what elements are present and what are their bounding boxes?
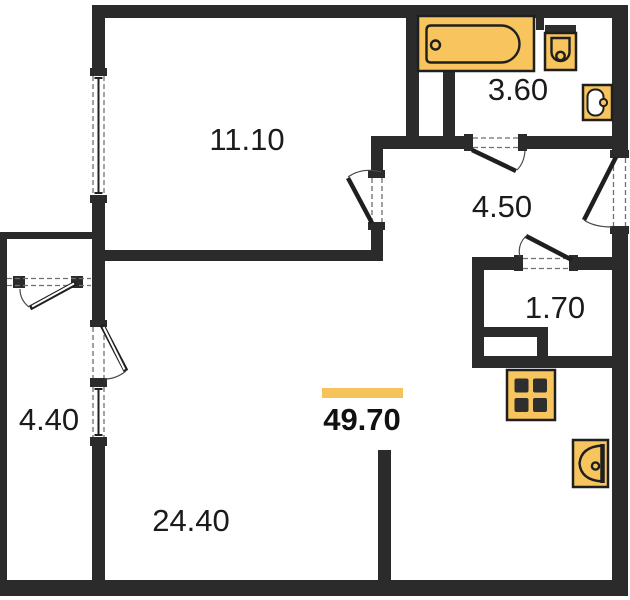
room-label-balcony: 4.40 bbox=[19, 402, 79, 437]
storage-door-jamb-left bbox=[514, 255, 523, 271]
bathroom-sink bbox=[581, 83, 614, 122]
living-door-opening bbox=[371, 178, 383, 222]
living-door-arc bbox=[347, 169, 382, 178]
balcony-window-jamb-top bbox=[90, 378, 107, 387]
labels: 49.70 11.10 3.60 4.50 1.70 4.40 24.40 bbox=[19, 72, 585, 538]
wall-living-bottom bbox=[103, 250, 382, 261]
balcony-partition-opening bbox=[7, 277, 91, 287]
balcony-door-jamb-top bbox=[90, 320, 107, 327]
balcony-window-opening bbox=[92, 387, 105, 437]
total-area-accent-bar bbox=[322, 388, 403, 398]
wall-bottom bbox=[0, 580, 628, 596]
wall-storage-left bbox=[472, 257, 484, 368]
bath-door-arc bbox=[516, 150, 526, 171]
room-label-living: 11.10 bbox=[209, 122, 284, 157]
toilet bbox=[543, 25, 578, 72]
entrance-door-arc bbox=[583, 219, 613, 228]
wall-right-lower bbox=[612, 234, 628, 580]
entrance-door-opening bbox=[612, 158, 627, 226]
stove bbox=[505, 368, 557, 422]
room-label-hallway: 4.50 bbox=[472, 189, 532, 224]
wall-right-upper bbox=[612, 5, 628, 150]
wall-bath-left bbox=[406, 15, 419, 149]
window-living-glass bbox=[94, 77, 103, 194]
balcony-partition-door-arc bbox=[19, 288, 30, 308]
balcony-partition-door-leaf-inner bbox=[31, 282, 75, 308]
walls bbox=[0, 5, 629, 596]
wall-shaft-right bbox=[443, 70, 455, 149]
balcony-partition-jamb-left bbox=[13, 276, 25, 288]
wall-storage-top-right bbox=[578, 257, 612, 270]
storage-door-leaf bbox=[524, 234, 574, 262]
wall-bath-bottom-right bbox=[527, 136, 612, 149]
wall-left-1 bbox=[92, 5, 105, 68]
room-label-bathroom: 3.60 bbox=[488, 72, 548, 107]
bathtub bbox=[416, 14, 536, 73]
storage-door-jamb-right bbox=[569, 255, 578, 271]
doors bbox=[19, 147, 619, 380]
bath-door-leaf bbox=[471, 147, 517, 174]
wall-left-2 bbox=[92, 203, 105, 320]
balcony-wall-top bbox=[0, 232, 92, 239]
entrance-jamb-bottom bbox=[610, 226, 629, 234]
bath-door-opening bbox=[473, 137, 518, 149]
balcony-window-glass bbox=[94, 388, 103, 436]
wall-kitchen-stub bbox=[378, 450, 391, 580]
living-door-leaf bbox=[346, 176, 374, 225]
balcony-door-arc bbox=[104, 370, 127, 380]
balcony-wall-left bbox=[0, 232, 7, 585]
entrance-jamb-top bbox=[610, 150, 629, 158]
entrance-door-leaf bbox=[581, 155, 619, 222]
storage-door-opening bbox=[523, 257, 569, 270]
duct-wall-top bbox=[484, 327, 548, 337]
room-label-kitchen-living: 24.40 bbox=[152, 503, 230, 538]
windows bbox=[94, 77, 103, 436]
wall-stub-toilet bbox=[536, 16, 544, 30]
balcony-door-leaf-inner bbox=[102, 326, 126, 370]
total-area-label: 49.70 bbox=[323, 402, 401, 437]
room-label-storage: 1.70 bbox=[525, 290, 585, 325]
bath-door-jamb-left bbox=[464, 134, 473, 151]
fixtures bbox=[416, 14, 614, 489]
wall-left-3 bbox=[92, 446, 105, 580]
openings bbox=[7, 76, 627, 437]
window1-jamb-bottom bbox=[90, 195, 107, 203]
living-door-jamb-bottom bbox=[368, 222, 385, 230]
balcony-window-jamb-bottom bbox=[90, 437, 107, 446]
window1-jamb-top bbox=[90, 68, 107, 76]
balcony-door-opening bbox=[92, 327, 105, 378]
window-living-opening bbox=[92, 76, 105, 195]
living-door-jamb-top bbox=[368, 170, 385, 178]
wall-living-right-lower bbox=[371, 230, 383, 261]
kitchen-sink bbox=[571, 438, 610, 489]
duct-wall-right bbox=[537, 327, 548, 368]
bath-door-jamb-right bbox=[518, 134, 527, 151]
wall-top bbox=[93, 5, 628, 18]
storage-door-arc bbox=[518, 235, 527, 258]
